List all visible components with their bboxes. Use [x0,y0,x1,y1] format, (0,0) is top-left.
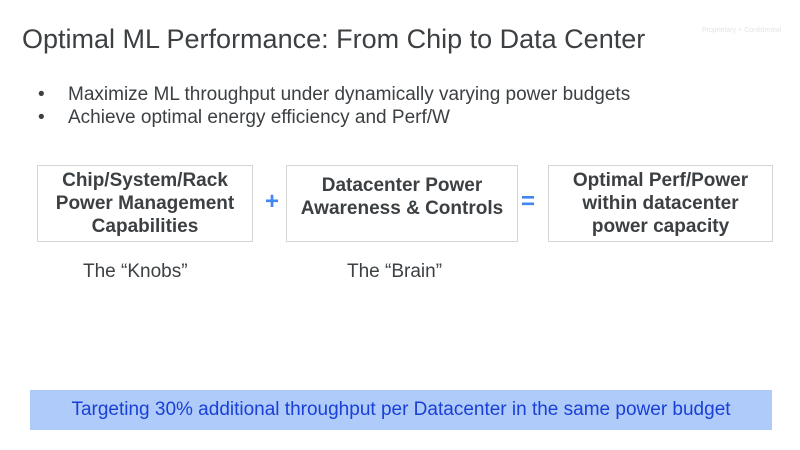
brain-box: Datacenter Power Awareness & Controls [286,165,518,242]
bullet-text: Maximize ML throughput under dynamically… [68,84,631,105]
box-text: Datacenter Power Awareness & Controls [300,175,504,219]
banner-text: Targeting 30% additional throughput per … [71,399,731,420]
bullet-text: Achieve optimal energy efficiency and Pe… [68,107,450,128]
target-banner: Targeting 30% additional throughput per … [30,390,772,430]
bullet-icon: • [38,84,45,105]
confidential-label: Proprietary + Confidential [702,27,782,34]
plus-operator: + [265,188,280,215]
knobs-box: Chip/System/Rack Power Management Capabi… [37,165,253,242]
brain-label: The “Brain” [347,261,443,282]
box-text: Optimal Perf/Power within datacenter pow… [572,170,749,237]
result-box: Optimal Perf/Power within datacenter pow… [548,165,773,242]
slide-title: Optimal ML Performance: From Chip to Dat… [22,24,646,54]
bullet-item: • Achieve optimal energy efficiency and P… [38,107,450,129]
bullet-item: • Maximize ML throughput under dynamicall… [38,84,630,106]
knobs-label: The “Knobs” [83,261,188,282]
bullet-icon: • [38,107,45,128]
equals-operator: = [521,188,536,215]
box-text: Chip/System/Rack Power Management Capabi… [55,170,235,237]
